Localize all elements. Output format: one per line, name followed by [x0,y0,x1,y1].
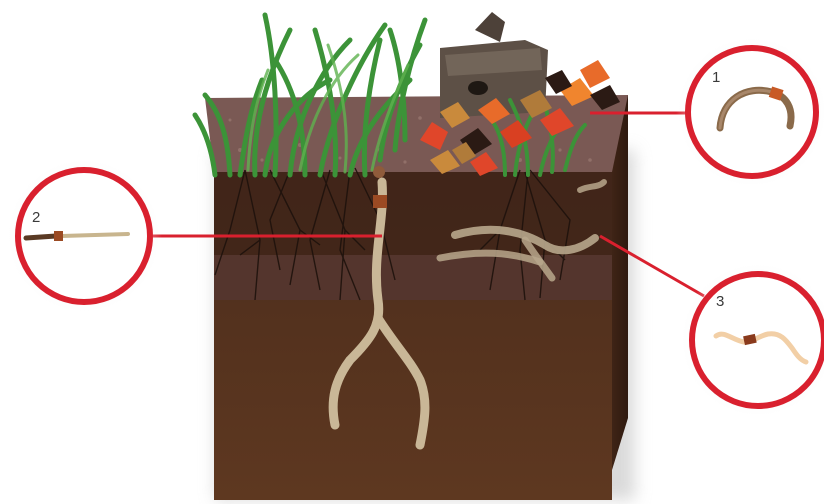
callout-2[interactable]: 2 [6,158,162,314]
callout-label-2: 2 [32,209,40,226]
callout-label-3: 3 [716,293,724,310]
callout-label-1: 1 [712,69,720,86]
callout-ring [688,48,816,176]
callout-3[interactable]: 3 [680,262,824,418]
callout-1[interactable]: 1 [676,36,824,188]
worm-head-surface [373,166,385,178]
worm-band-in-burrow [373,195,387,208]
